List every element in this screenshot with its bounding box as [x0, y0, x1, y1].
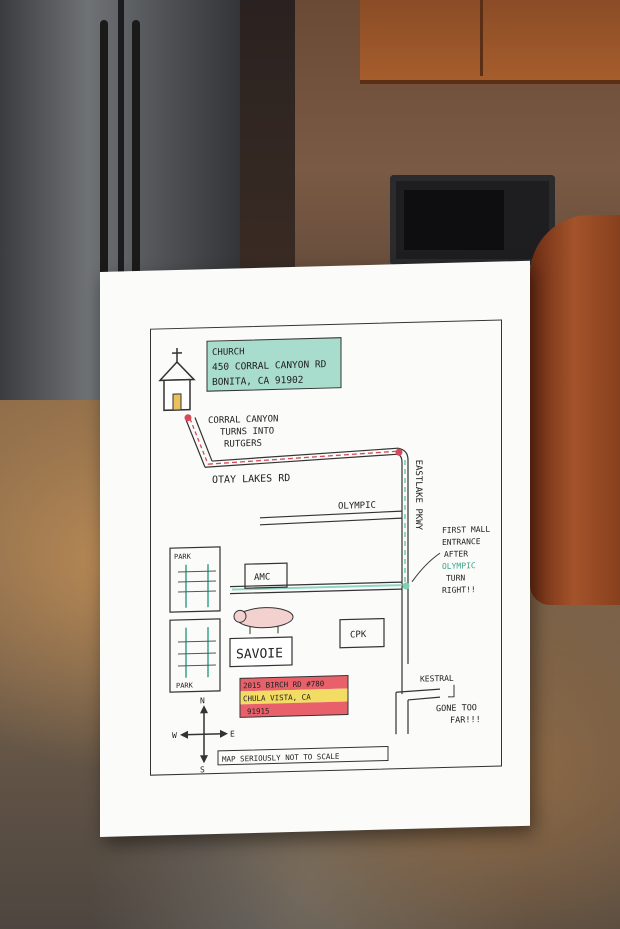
mall-note-line1: FIRST MALL: [442, 525, 490, 535]
cabinet-divider: [480, 0, 483, 76]
compass-n: N: [200, 696, 205, 705]
route-line: [185, 417, 409, 695]
park-top-label: PARK: [174, 553, 192, 561]
gone-too-far-line2: FAR!!!: [450, 715, 481, 726]
kestral-label: KESTRAL: [420, 674, 454, 684]
address-highlight-2: [240, 688, 348, 705]
savoie-building: [229, 636, 293, 668]
olympic-label: OLYMPIC: [338, 501, 376, 512]
savoie-city: CHULA VISTA, CA: [243, 692, 311, 703]
eastlake-label: EASTLAKE PKWY: [413, 460, 423, 531]
savoie-street: 2015 BIRCH RD #780: [243, 679, 325, 690]
park-top: [169, 546, 221, 613]
address-highlight-1: [240, 675, 348, 692]
park-bottom-label: PARK: [176, 682, 194, 690]
pantry-shelf: [240, 0, 300, 300]
compass-icon: [180, 705, 228, 764]
savoie-zip: 91915: [247, 707, 270, 717]
refrigerator-handle: [132, 20, 140, 350]
olympic-street: [259, 510, 403, 526]
church-label: CHURCH: [212, 347, 245, 358]
corral-note-line3: RUTGERS: [224, 439, 262, 450]
mall-turn-point: [402, 582, 410, 590]
kitchen-cabinet: [360, 0, 620, 84]
start-point: [184, 414, 192, 422]
compass-e: E: [230, 729, 235, 738]
mall-note-line6: RIGHT!!: [442, 585, 476, 595]
leather-chair: [530, 215, 620, 605]
mall-note-line2: ENTRANCE: [442, 537, 481, 547]
amc-label: AMC: [254, 573, 270, 583]
address-highlight-3: [240, 701, 348, 718]
otay-lakes-label: OTAY LAKES RD: [212, 473, 290, 486]
compass-w: W: [172, 731, 177, 740]
cpk-label: CPK: [350, 630, 367, 640]
refrigerator-handle: [100, 20, 108, 350]
savoie-label: SAVOIE: [236, 646, 283, 662]
savoie-address-box: [239, 674, 349, 718]
turn-point: [395, 448, 403, 456]
pig-icon: [233, 607, 294, 635]
corral-note-line1: CORRAL CANYON: [208, 414, 278, 426]
corral-note-line2: TURNS INTO: [220, 426, 274, 437]
church-street: 450 CORRAL CANYON RD: [212, 359, 327, 373]
mall-note-line5: TURN: [446, 573, 465, 583]
church-icon: [158, 347, 196, 412]
hand-drawn-map: CHURCH 450 CORRAL CANYON RD BONITA, CA 9…: [158, 337, 490, 774]
mall-note-line4: OLYMPIC: [442, 561, 476, 571]
church-city: BONITA, CA 91902: [212, 375, 303, 388]
refrigerator-door-gap: [118, 0, 124, 420]
scale-note-box: [217, 745, 389, 766]
map-card: CHURCH 450 CORRAL CANYON RD BONITA, CA 9…: [100, 260, 530, 837]
mall-entrance-road: [230, 581, 402, 595]
compass-s: S: [200, 765, 205, 774]
arrow-to-kestral: [448, 684, 455, 698]
arrow-to-mall: [411, 552, 441, 583]
scale-note: MAP SERIOUSLY NOT TO SCALE: [222, 752, 340, 764]
park-bottom: [169, 618, 221, 693]
church-address-box: [206, 337, 342, 392]
amc-building: [244, 562, 288, 589]
kestral-street: [395, 688, 441, 735]
mall-note-line3: AFTER: [444, 549, 468, 559]
gone-too-far-line1: GONE TOO: [436, 703, 477, 714]
cpk-building: [339, 617, 385, 649]
microwave-window: [404, 190, 504, 250]
